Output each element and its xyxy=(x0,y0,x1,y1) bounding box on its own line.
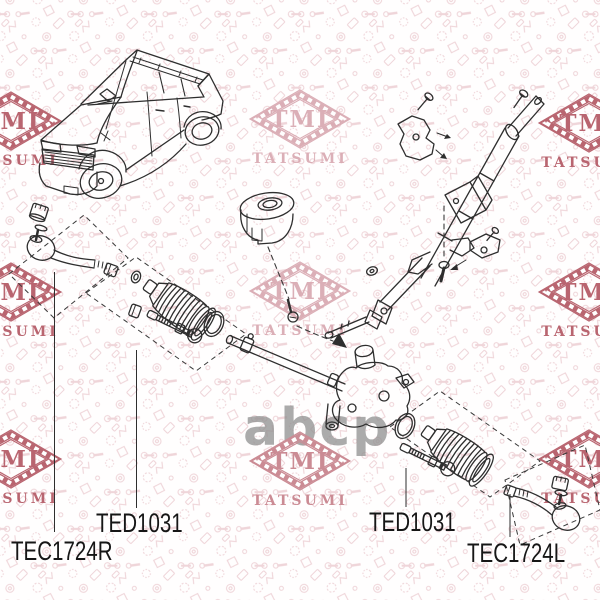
tatsumi-logo-text: TATSUMI xyxy=(252,323,348,339)
tmi-logo-text: TMI xyxy=(559,279,600,306)
tmi-logo-text: TMI xyxy=(0,446,41,473)
watermark-grid: TMI TATSUMI TMI TATSUMI TMI TATSUMI TMI … xyxy=(0,90,600,509)
left-tie-rod-end-dashed-box xyxy=(8,214,129,319)
tmi-watermark-center: TMI TATSUMI xyxy=(250,262,350,339)
right-tie-rod-end-dashed-box xyxy=(504,444,600,546)
tmi-logo-text: TMI xyxy=(270,278,329,305)
tatsumi-logo-text: TATSUMI xyxy=(541,491,600,507)
tmi-logo-text: TMI xyxy=(270,106,329,133)
right-boot-kit-dashed-box xyxy=(389,390,541,498)
part-label-tec1724r: TEC1724R xyxy=(11,536,113,566)
left-boot-kit-illustration xyxy=(128,267,229,346)
tatsumi-logo-text: TATSUMI xyxy=(541,155,600,171)
tmi-watermark-top-left: TMI TATSUMI xyxy=(0,92,61,169)
steering-column-illustration xyxy=(324,89,545,339)
steering-coupling-illustration xyxy=(239,191,347,348)
tmi-watermark-bottom-right: TMI TATSUMI xyxy=(539,430,600,507)
arrow-to-rack xyxy=(332,333,347,348)
part-label-tec1724l: TEC1724L xyxy=(467,538,566,568)
tmi-logo-text: TMI xyxy=(270,448,329,475)
tmi-watermark-bottom-center: TMI TATSUMI xyxy=(250,432,350,509)
part-label-ted1031-right: TED1031 xyxy=(369,507,456,537)
tmi-logo-text: TMI xyxy=(559,446,600,473)
tmi-watermark-bottom-left: TMI TATSUMI xyxy=(0,430,61,507)
tatsumi-logo-text: TATSUMI xyxy=(0,491,59,507)
left-tie-rod-end-illustration xyxy=(26,202,119,278)
tmi-watermark-top-center: TMI TATSUMI xyxy=(250,90,350,167)
part-label-ted1031-left: TED1031 xyxy=(96,508,183,538)
tatsumi-logo-text: TATSUMI xyxy=(541,324,600,340)
tmi-logo-text: TMI xyxy=(0,108,41,135)
tmi-watermark-mid-right: TMI TATSUMI xyxy=(539,263,600,340)
tatsumi-logo-text: TATSUMI xyxy=(0,324,59,340)
tatsumi-logo-text: TATSUMI xyxy=(252,151,348,167)
tatsumi-logo-text: TATSUMI xyxy=(0,153,59,169)
tmi-logo-text: TMI xyxy=(559,110,600,137)
vehicle-illustration xyxy=(38,49,224,199)
tmi-watermark-top-right: TMI TATSUMI xyxy=(539,94,600,171)
tatsumi-logo-text: TATSUMI xyxy=(252,493,348,509)
tmi-logo-text: TMI xyxy=(0,279,41,306)
